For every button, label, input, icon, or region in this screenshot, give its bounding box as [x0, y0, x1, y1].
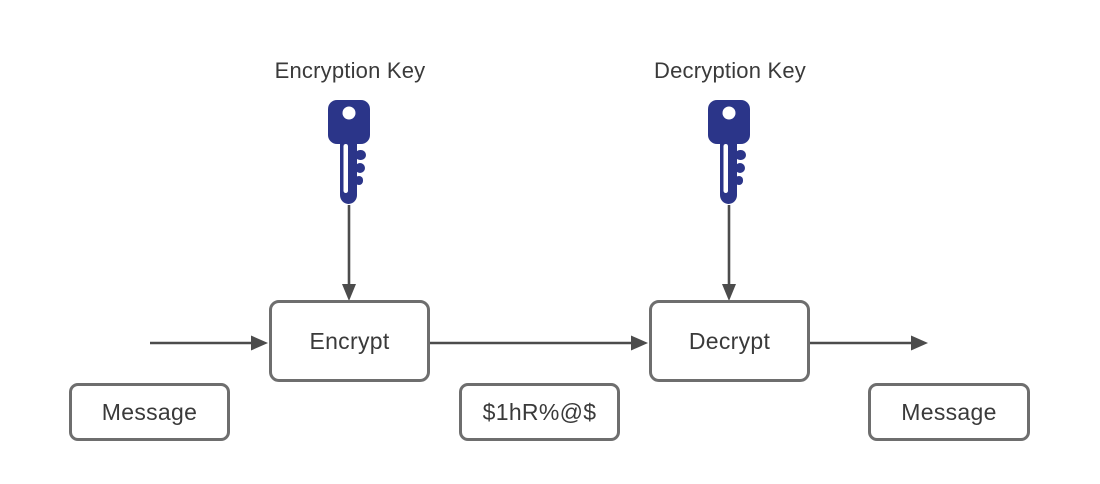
ciphertext-box: $1hR%@$	[459, 383, 620, 441]
arrow-encrypt-to-decrypt	[430, 335, 648, 351]
encrypt-box: Encrypt	[269, 300, 430, 382]
decryption-key-label: Decryption Key	[654, 58, 806, 83]
output-message-box: Message	[868, 383, 1030, 441]
encrypt-box-label: Encrypt	[309, 327, 390, 354]
input-message-box: Message	[69, 383, 230, 441]
decryption-key-icon	[708, 100, 750, 204]
decrypt-box-label: Decrypt	[688, 327, 771, 354]
output-message-label: Message	[901, 398, 997, 425]
arrow-encryption-key-to-encrypt	[342, 205, 356, 301]
input-message-label: Message	[101, 398, 198, 425]
decrypt-box: Decrypt	[649, 300, 810, 382]
encryption-key-label: Encryption Key	[274, 58, 426, 83]
arrow-decryption-key-to-decrypt	[722, 205, 736, 301]
arrow-decrypt-to-message	[810, 335, 928, 351]
arrow-message-to-encrypt	[150, 335, 268, 351]
ciphertext-label: $1hR%@$	[482, 398, 597, 425]
encryption-key-icon	[328, 100, 370, 204]
